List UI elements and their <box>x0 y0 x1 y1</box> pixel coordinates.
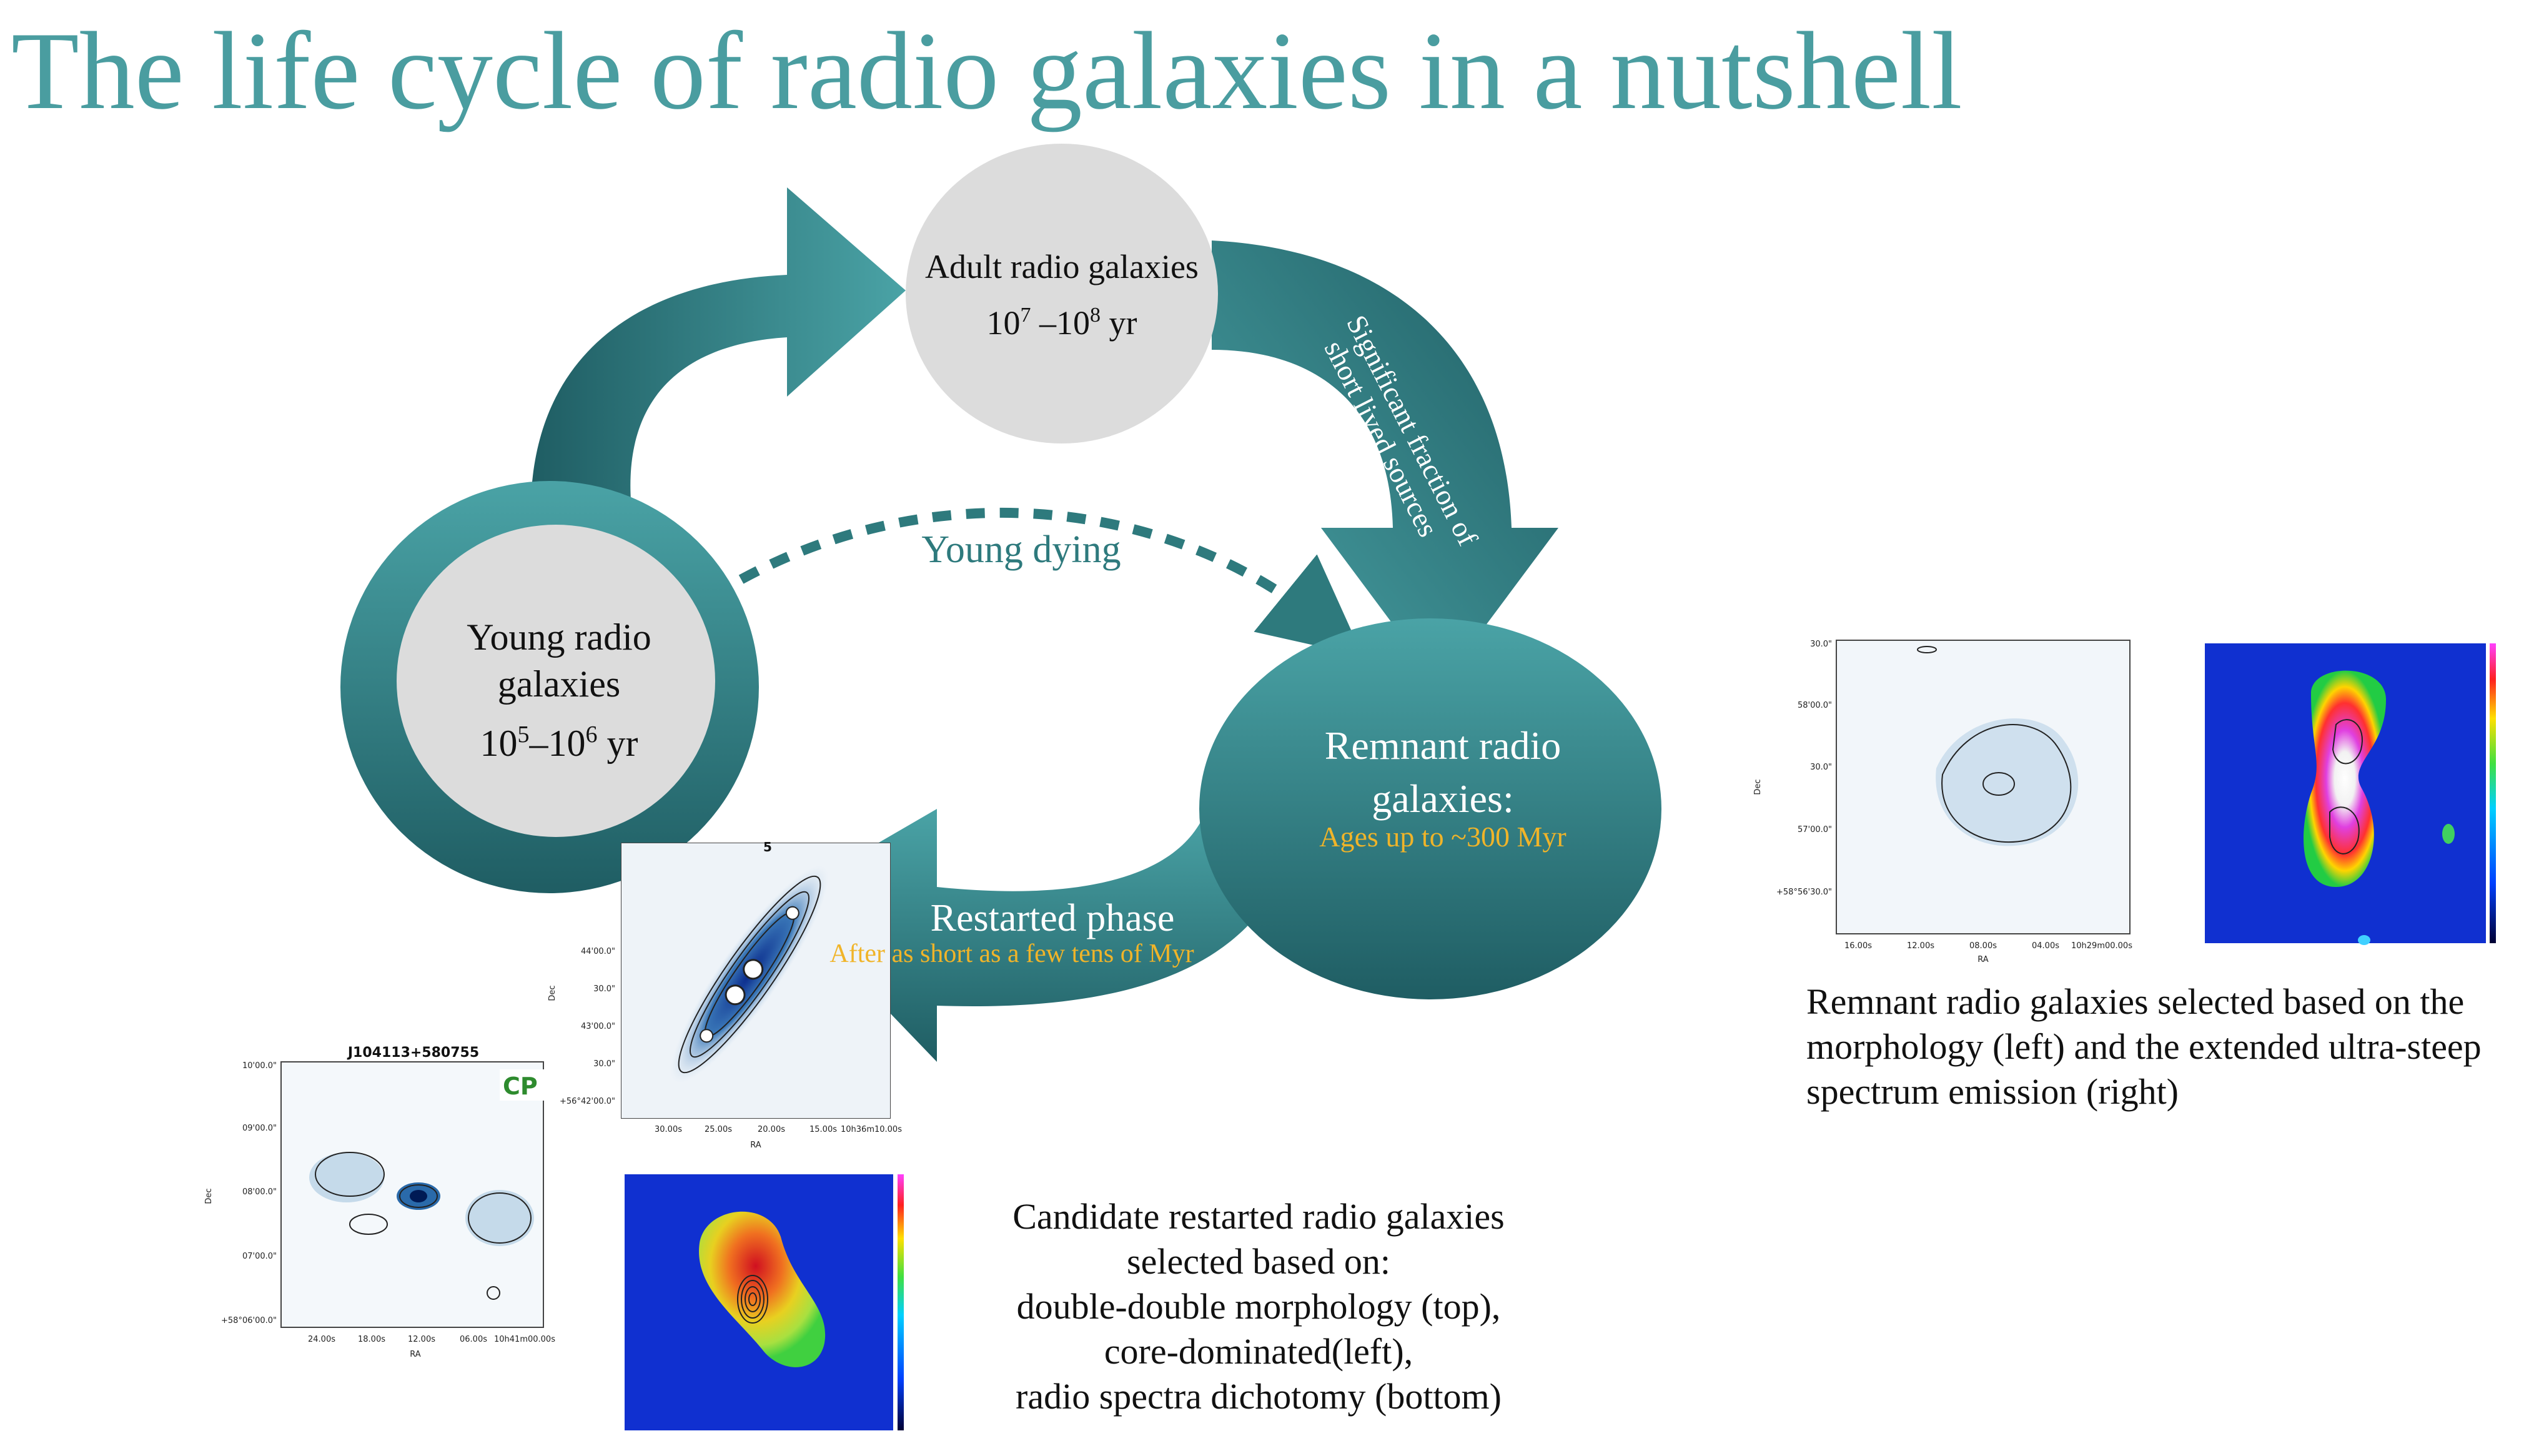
arrow-young-dying <box>709 507 1364 656</box>
panel-remnant-morphology: 30.0" 58'00.0" 30.0" 57'00.0" +58°56'30.… <box>1753 640 2132 964</box>
core-ytick-1: 10'00.0" <box>242 1061 277 1071</box>
core-ytick-5: +58°06'00.0" <box>221 1316 277 1325</box>
rm-ytick-4: 57'00.0" <box>1798 825 1832 834</box>
caption-restarted-line5: radio spectra dichotomy (bottom) <box>1016 1376 1502 1417</box>
core-xlabel: RA <box>410 1350 421 1359</box>
young-age: 105–106 yr <box>480 721 638 764</box>
remnant-label-line2: galaxies: <box>1372 776 1513 821</box>
dd-xtick-4: 15.00s <box>809 1125 837 1134</box>
caption-restarted-line1: Candidate restarted radio galaxies <box>1012 1196 1505 1237</box>
dd-xtick-2: 25.00s <box>705 1125 732 1134</box>
adult-age: 107 –108 yr <box>987 304 1137 342</box>
arrow-restarted <box>781 809 1299 1062</box>
dd-xtick-1: 30.00s <box>655 1125 682 1134</box>
rm-xlabel: RA <box>1977 955 1989 964</box>
core-badge: CP <box>503 1072 538 1100</box>
arrow-adult-to-remnant <box>1212 240 1558 687</box>
core-xtick-3: 12.00s <box>408 1335 435 1344</box>
panel-double-double: 5 44'00.0" 30.0" 43'00.0" 30.0" +56°42'0… <box>548 839 902 1150</box>
dd-ytick-5: +56°42'00.0" <box>560 1097 615 1106</box>
rm-ylabel: Dec <box>1753 779 1763 795</box>
rm-xtick-4: 04.00s <box>2032 941 2059 951</box>
caption-restarted-line4: core-dominated(left), <box>1104 1331 1413 1372</box>
caption-remnant: Remnant radio galaxies selected based on… <box>1806 979 2543 1114</box>
label-restarted: Restarted phase <box>931 897 1175 939</box>
remnant-sublabel: Ages up to ~300 Myr <box>1319 821 1566 853</box>
core-ytick-4: 07'00.0" <box>242 1252 277 1261</box>
node-remnant: Remnant radio galaxies: Ages up to ~300 … <box>1199 618 1661 999</box>
young-label-line2: galaxies <box>498 663 621 705</box>
core-xtick-1: 24.00s <box>308 1335 335 1344</box>
dd-xtick-5: 10h36m10.00s <box>841 1125 902 1134</box>
caption-remnant-line1: Remnant radio galaxies selected based on… <box>1806 981 2465 1022</box>
label-restarted-sub: After as short as a few tens of Myr <box>829 939 1194 968</box>
dd-ytick-3: 43'00.0" <box>581 1022 615 1031</box>
caption-remnant-line2: morphology (left) and the extended ultra… <box>1806 1026 2482 1067</box>
dd-ytick-2: 30.0" <box>593 984 615 994</box>
core-ytick-3: 08'00.0" <box>242 1187 277 1197</box>
rm-ytick-1: 30.0" <box>1810 640 1832 649</box>
caption-restarted-line3: double-double morphology (top), <box>1016 1286 1501 1327</box>
core-title: J104113+580755 <box>347 1045 479 1061</box>
rm-xtick-1: 16.00s <box>1844 941 1872 951</box>
dd-ytick-1: 44'00.0" <box>581 947 615 956</box>
rm-ytick-3: 30.0" <box>1810 763 1832 772</box>
core-xtick-5: 10h41m00.00s <box>494 1335 555 1344</box>
caption-restarted: Candidate restarted radio galaxies selec… <box>924 1194 1593 1419</box>
node-young: Young radio galaxies 105–106 yr <box>340 481 759 893</box>
panel-spectral-dichotomy <box>625 1174 904 1430</box>
panel-core-dominated: J104113+580755 CP 10'00.0" 09'00.0" 08'0… <box>204 1045 555 1359</box>
adult-label: Adult radio galaxies <box>925 248 1199 285</box>
rm-xtick-2: 12.00s <box>1907 941 1934 951</box>
node-adult: Adult radio galaxies 107 –108 yr <box>906 144 1218 443</box>
arrow-young-to-adult <box>531 187 906 500</box>
page-title: The life cycle of radio galaxies in a nu… <box>11 9 1962 132</box>
dd-xlabel: RA <box>750 1141 761 1150</box>
core-ytick-2: 09'00.0" <box>242 1124 277 1133</box>
young-label-line1: Young radio <box>467 617 651 658</box>
dd-ytick-4: 30.0" <box>593 1059 615 1069</box>
core-xtick-2: 18.00s <box>358 1335 385 1344</box>
rm-ytick-5: +58°56'30.0" <box>1776 888 1832 897</box>
double-double-title: 5 <box>763 839 772 854</box>
caption-remnant-line3: spectrum emission (right) <box>1806 1071 2179 1112</box>
rm-ytick-2: 58'00.0" <box>1798 701 1832 710</box>
remnant-label-line1: Remnant radio <box>1325 723 1562 768</box>
core-ylabel: Dec <box>204 1188 214 1204</box>
rm-xtick-3: 08.00s <box>1969 941 1997 951</box>
core-xtick-4: 06.00s <box>460 1335 487 1344</box>
rm-xtick-5: 10h29m00.00s <box>2071 941 2132 951</box>
panel-ultra-steep <box>2205 643 2496 945</box>
label-young-dying: Young dying <box>921 528 1121 571</box>
dd-xtick-3: 20.00s <box>758 1125 785 1134</box>
caption-restarted-line2: selected based on: <box>1127 1241 1390 1282</box>
dd-ylabel: Dec <box>548 985 557 1001</box>
